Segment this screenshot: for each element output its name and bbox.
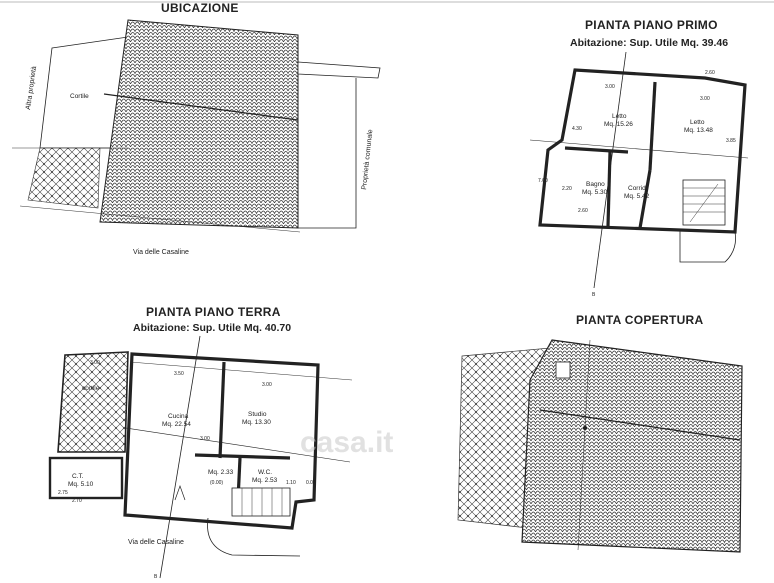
- pt-dim: 1.10: [286, 480, 296, 486]
- cucina-area: Mq. 22.54: [162, 421, 191, 428]
- altra-proprieta-label: Altra proprietà: [25, 66, 38, 111]
- copertura-roof: [521, 339, 743, 553]
- ubicazione-street-label: Via delle Casaline: [133, 249, 189, 256]
- pp-dim: 3.00: [605, 84, 615, 90]
- piano-primo-subtitle: Abitazione: Sup. Utile Mq. 39.46: [570, 37, 728, 49]
- pp-dim: 2.60: [705, 70, 715, 76]
- cortile-label: Cortile: [70, 93, 89, 100]
- corrid-area: Mq. 5.42: [624, 193, 650, 200]
- piano-primo-section-mark: B: [592, 292, 596, 298]
- pt-cortile-area: [57, 351, 129, 453]
- piano-primo-title: PIANTA PIANO PRIMO: [585, 18, 718, 32]
- studio-area: Mq. 13.30: [242, 419, 271, 426]
- ubicazione-site-plan: UBICAZIONE Cortile Altra proprietà Propr…: [12, 1, 381, 256]
- disimpegno-area: Mq. 2.33: [208, 469, 234, 476]
- letto1-area: Mq. 15.26: [604, 121, 633, 128]
- roof-block: [99, 19, 299, 229]
- bagno-label: Bagno: [586, 181, 605, 188]
- letto2-label: Letto: [690, 119, 705, 126]
- pt-dim: 3.00: [200, 436, 210, 442]
- pp-dim: 2.60: [578, 208, 588, 214]
- disimpegno-height: (0.00): [210, 480, 223, 486]
- watermark: casa.it: [300, 426, 393, 459]
- studio-label: Studio: [248, 411, 267, 418]
- letto1-label: Letto: [612, 113, 627, 120]
- pt-dim: 2.70: [72, 498, 82, 504]
- wc-label: W.C.: [258, 469, 272, 476]
- pp-dim: 4.30: [572, 126, 582, 132]
- ct-label: C.T.: [72, 473, 84, 480]
- piano-terra-subtitle: Abitazione: Sup. Utile Mq. 40.70: [133, 322, 291, 334]
- pt-cortile-label: cortile: [82, 385, 100, 392]
- corrid-label: Corrid.: [628, 185, 648, 192]
- pp-dim: 7.60: [538, 178, 548, 184]
- bagno-area: Mq. 5.30: [582, 189, 608, 196]
- piano-terra-plan: PIANTA PIANO TERRA Abitazione: Sup. Util…: [48, 305, 353, 580]
- pp-dim: 2.20: [562, 186, 572, 192]
- piano-primo-plan: PIANTA PIANO PRIMO Abitazione: Sup. Util…: [529, 18, 749, 298]
- pt-street-label: Via delle Casaline: [128, 539, 184, 546]
- piano-terra-title: PIANTA PIANO TERRA: [146, 305, 281, 319]
- pt-dim: 3.00: [90, 360, 100, 366]
- wc-area: Mq. 2.53: [252, 477, 278, 484]
- ubicazione-title: UBICAZIONE: [161, 1, 239, 15]
- copertura-plan: PIANTA COPERTURA: [457, 313, 743, 553]
- ct-area: Mq. 5.10: [68, 481, 94, 488]
- pp-dim: 3.85: [726, 138, 736, 144]
- pp-dim: 3.00: [700, 96, 710, 102]
- pt-dim: 3.00: [262, 382, 272, 388]
- cucina-label: Cucina: [168, 413, 189, 420]
- copertura-title: PIANTA COPERTURA: [576, 313, 703, 327]
- proprieta-comunale-label: Proprietà comunale: [361, 129, 374, 190]
- pt-dim: 0.00: [306, 480, 316, 486]
- piano-terra-section-mark: B: [154, 574, 158, 580]
- letto2-area: Mq. 13.48: [684, 127, 713, 134]
- cobble-path: [27, 147, 101, 209]
- pt-dim: 2.75: [58, 490, 68, 496]
- pt-dim: 3.50: [174, 371, 184, 377]
